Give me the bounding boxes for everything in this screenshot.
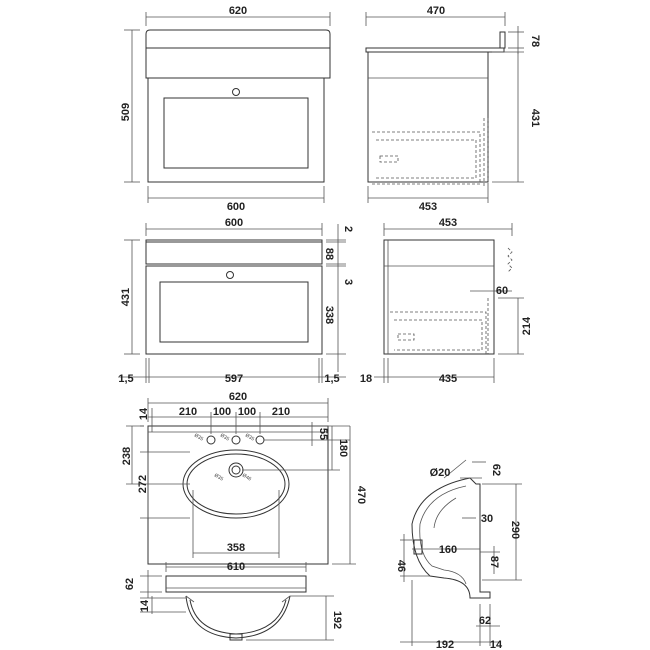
dim-basin-plan-tap-a: 100 [213, 406, 231, 418]
front-view-top: 620 509 600 [120, 5, 331, 213]
dim-side-top-height: 431 [529, 109, 541, 127]
dim-basin-side-waste-drop: 87 [488, 556, 500, 568]
basin-section-view: 610 62 14 192 [124, 561, 343, 641]
dim-front-mid-top-panel: 88 [323, 248, 335, 260]
dim-basin-side-base-width: 192 [436, 639, 454, 650]
dim-side-top-upstand: 78 [529, 35, 541, 47]
dim-side-top-bottom-depth: 453 [419, 201, 437, 213]
dim-front-mid-inner-width: 597 [225, 373, 243, 385]
dim-basin-plan-tap-right: 210 [272, 406, 290, 418]
dim-side-mid-back: 18 [360, 373, 372, 385]
dim-basin-plan-bowl-centre: 180 [337, 439, 349, 457]
dim-basin-side-rim-side: 46 [395, 560, 407, 572]
side-view-top: 470 78 431 453 [365, 5, 541, 213]
dim-side-mid-depth: 453 [439, 217, 457, 229]
dim-basin-plan-bowl-front: 272 [137, 475, 149, 493]
svg-text:Ø35: Ø35 [244, 433, 255, 443]
dim-basin-section-depth: 192 [331, 611, 343, 629]
dim-front-top-width: 620 [229, 5, 247, 17]
dim-front-mid-drawer: 338 [323, 306, 335, 324]
dim-side-mid-offset: 60 [496, 285, 508, 297]
dim-basin-section-width: 610 [227, 561, 245, 573]
dim-side-mid-drawer-height: 214 [521, 316, 533, 335]
dim-basin-plan-bowl-width: 358 [227, 542, 245, 554]
dim-front-mid-width: 600 [225, 217, 243, 229]
dim-basin-plan-tap-left: 210 [179, 406, 197, 418]
dim-front-top-height: 509 [120, 103, 132, 121]
svg-text:Ø46: Ø46 [241, 473, 252, 483]
dim-basin-side-waste-dia: Ø20 [430, 467, 451, 479]
dim-basin-side-overflow: 30 [481, 513, 493, 525]
dim-basin-section-edge: 14 [139, 599, 151, 612]
dim-front-mid-left-side: 1,5 [118, 373, 133, 385]
svg-text:Ø35: Ø35 [193, 433, 204, 443]
dim-basin-section-rim: 62 [124, 578, 136, 590]
dim-basin-side-bowl-height: 290 [509, 521, 521, 539]
dim-front-mid-height: 431 [120, 288, 132, 306]
dim-side-top-depth: 470 [427, 5, 445, 17]
basin-side-view: Ø20 62 30 290 160 87 46 192 14 62 [395, 459, 522, 650]
dim-basin-plan-bowl-depth: 238 [121, 447, 133, 465]
dim-basin-side-rim-top: 62 [490, 464, 502, 476]
dim-basin-side-waste-pos: 160 [439, 544, 457, 556]
dim-basin-plan-tap-b: 100 [238, 406, 256, 418]
dim-side-mid-inner-depth: 435 [439, 373, 457, 385]
basin-plan-view: Ø35 Ø35 Ø35 Ø35 Ø46 620 210 100 100 210 … [121, 391, 367, 565]
dim-front-mid-top-gap: 2 [342, 226, 354, 232]
dim-basin-side-bottom-offset: 62 [479, 615, 491, 627]
dim-basin-plan-width: 620 [229, 391, 247, 403]
dim-basin-plan-overall-depth: 470 [355, 486, 367, 504]
dim-basin-side-base-edge: 14 [490, 639, 503, 650]
dim-front-mid-right-side: 1,5 [324, 373, 339, 385]
dim-front-mid-gap: 3 [342, 279, 354, 285]
svg-text:Ø35: Ø35 [213, 473, 224, 483]
dim-basin-plan-tap-depth: 55 [317, 428, 329, 440]
front-view-mid: 600 431 2 88 3 338 1,5 597 1,5 [118, 217, 354, 385]
side-view-mid: 453 60 214 18 435 [360, 217, 533, 385]
dim-front-top-bottom-width: 600 [227, 201, 245, 213]
dim-basin-plan-back-edge: 14 [138, 407, 150, 420]
svg-text:Ø35: Ø35 [219, 433, 230, 443]
